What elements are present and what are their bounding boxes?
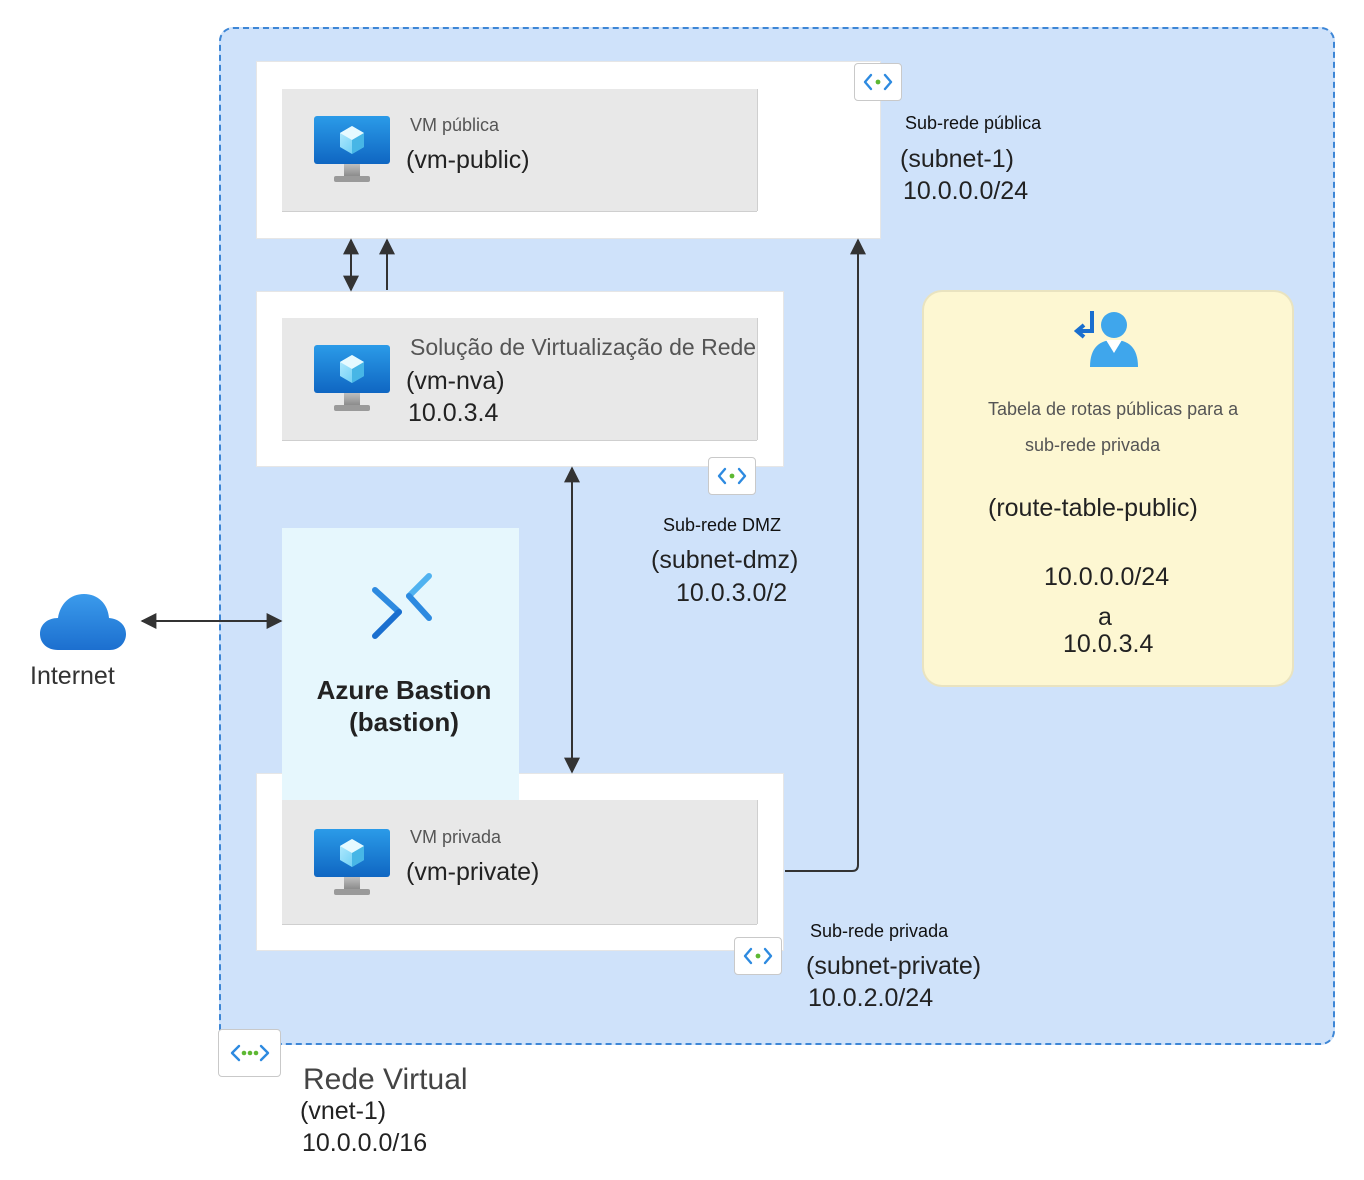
route-table-icon: [1074, 311, 1138, 367]
dmz-subnet-cidr: 10.0.3.0/2: [676, 579, 788, 607]
private-vm-title: VM privada: [410, 827, 502, 847]
public-vm-name: (vm-public): [406, 146, 530, 174]
private-subnet-cidr: 10.0.2.0/24: [808, 984, 934, 1012]
public-subnet-name: (subnet-1): [900, 145, 1014, 173]
route-next-hop: 10.0.3.4: [1063, 630, 1154, 658]
vm-icon: [314, 345, 390, 415]
public-vm-title: VM pública: [410, 115, 500, 135]
route-table-name: (route-table-public): [988, 494, 1198, 522]
nva-vm-title: Solução de Virtualização de Rede: [410, 334, 757, 360]
nva-vm-name: (vm-nva): [406, 367, 505, 395]
dmz-subnet-icon: [708, 457, 756, 495]
private-vm-name: (vm-private): [406, 858, 540, 886]
vm-icon: [314, 829, 390, 899]
route-prefix: 10.0.0.0/24: [1044, 563, 1170, 591]
vnet-title: Rede Virtual: [303, 1063, 468, 1096]
internet-label: Internet: [30, 662, 115, 690]
public-subnet-title: Sub-rede pública: [905, 113, 1042, 133]
vnet-cidr: 10.0.0.0/16: [302, 1129, 428, 1157]
private-subnet-name: (subnet-private): [806, 952, 982, 980]
bastion-box[interactable]: [282, 528, 519, 800]
route-table-desc-line2: sub-rede privada: [1025, 435, 1161, 455]
route-table-desc-line1: Tabela de rotas públicas para a: [988, 399, 1239, 419]
bastion-title: Azure Bastion: [316, 675, 492, 705]
public-subnet-icon: [854, 63, 902, 101]
dmz-subnet-name: (subnet-dmz): [651, 546, 799, 574]
cloud-icon: [40, 594, 126, 650]
private-subnet-title: Sub-rede privada: [810, 921, 949, 941]
vnet-name: (vnet-1): [300, 1097, 387, 1125]
dmz-subnet-title: Sub-rede DMZ: [663, 515, 782, 535]
vm-icon: [314, 116, 390, 186]
bastion-icon: [372, 573, 432, 639]
private-subnet-icon: [734, 937, 782, 975]
public-subnet-cidr: 10.0.0.0/24: [903, 177, 1029, 205]
bastion-name: (bastion): [349, 707, 459, 737]
vnet-icon: [218, 1029, 281, 1077]
route-to: a: [1098, 603, 1112, 631]
nva-vm-ip: 10.0.3.4: [408, 399, 499, 427]
